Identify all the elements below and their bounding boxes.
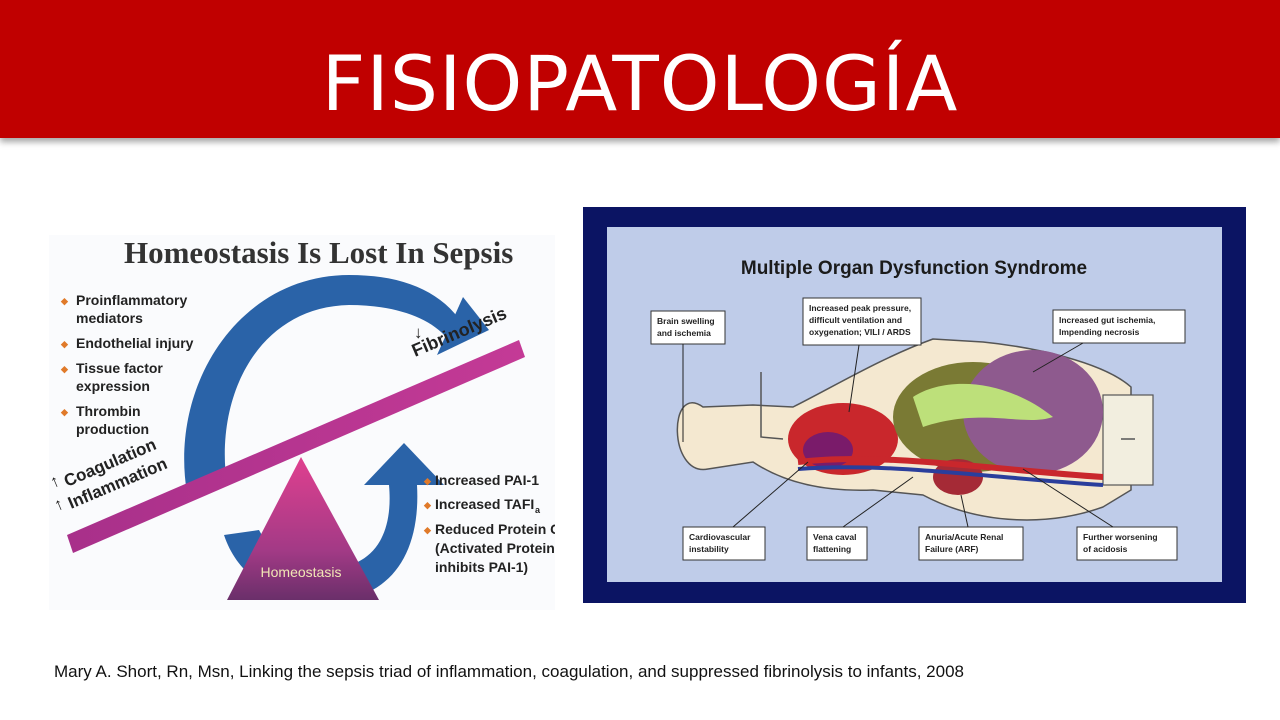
callout-renal [918,526,1024,561]
tube-line [760,372,784,440]
bullet-icon: ◆ [60,339,69,349]
callout-text: and ischemia [657,328,711,338]
bullet-icon: ◆ [60,296,69,306]
lower-arrowhead [364,443,444,485]
callout-cardio [682,526,766,561]
mods-diagram: Multiple Organ Dysfunction Syndrome Brai… [607,227,1222,582]
callout-text: Anuria/Acute Renal [925,532,1003,542]
bullet-text: Increased PAI-1 [435,472,539,488]
upper-arrowhead [437,297,489,355]
callout-vena [806,526,868,561]
callout-text: Further worsening [1083,532,1158,542]
vein-shape [797,465,1104,487]
bullet-text: Tissue factor [76,360,163,376]
artery-shape [797,455,1104,480]
callout-text: oxygenation; VILI / ARDS [809,327,911,337]
callout-acidosis [1076,526,1178,561]
callout-text: Brain swelling [657,316,715,326]
colon-shape [913,383,1053,427]
bullet-text: Reduced Protein C [435,521,555,537]
callout-text: Increased peak pressure, [809,303,911,313]
pointer-line [732,461,809,528]
top-bullet-list: ◆ Proinflammatory mediators ◆ Endothelia… [60,292,194,437]
bullet-text: inhibits PAI-1) [435,559,528,575]
callout-text: Failure (ARF) [925,544,979,554]
bullet-text: (Activated Protein C [435,540,555,556]
up-arrow-icon: ↑ [51,494,66,515]
callout-text: Cardiovascular [689,532,751,542]
homeostasis-label: Homeostasis [261,564,342,580]
pointer-line [1032,342,1084,373]
pointer-line [1022,468,1114,528]
up-arrow-icon: ↑ [49,471,62,492]
callout-lungs [802,297,922,346]
pointer-line [848,344,860,413]
bullet-icon: ◆ [60,407,69,417]
homeostasis-diagram: Homeostasis Is Lost In Sepsis ◆ Proinfla… [49,235,555,600]
mods-title: Multiple Organ Dysfunction Syndrome [741,258,1087,279]
left-figure-title: Homeostasis Is Lost In Sepsis [124,235,513,270]
bullet-icon: ◆ [423,476,432,486]
citation: Mary A. Short, Rn, Msn, Linking the seps… [54,662,964,681]
pointer-line [960,494,969,528]
bullet-icon: ◆ [423,500,432,510]
callout-text: flattening [813,544,851,554]
bullet-text: production [76,421,149,437]
callout-text: difficult ventilation and [809,315,902,325]
bed-end [1102,394,1154,486]
callout-text: Increased gut ischemia, [1059,315,1155,325]
callout-text: Impending necrosis [1059,327,1140,337]
bullet-text: Endothelial injury [76,335,194,351]
callout-brain [650,310,726,345]
bullet-subscript: a [535,505,541,515]
bullet-text: expression [76,378,150,394]
balance-bar [67,340,525,553]
callout-text: of acidosis [1083,544,1128,554]
homeostasis-triangle [227,457,379,600]
pointer-line [842,476,914,528]
bullet-icon: ◆ [423,525,432,535]
callout-text: Vena caval [813,532,856,542]
callout-text: instability [689,544,729,554]
title-banner: FISIOPATOLOGÍA [0,0,1280,138]
bullet-icon: ◆ [60,364,69,374]
bullet-text: mediators [76,310,143,326]
bullet-text: Increased TAFI [435,496,534,512]
down-arrow-icon: ↓ [414,323,423,342]
bullet-text: Proinflammatory [76,292,187,308]
homeostasis-figure: Homeostasis Is Lost In Sepsis ◆ Proinfla… [49,235,555,610]
mods-figure: Multiple Organ Dysfunction Syndrome Brai… [583,207,1246,603]
bottom-bullet-list: ◆ Increased PAI-1 ◆ Increased TAFI a ◆ R… [423,472,555,575]
callout-gut [1052,309,1186,344]
upper-cycle-arrow [184,275,470,493]
slide-title: FISIOPATOLOGÍA [321,39,959,128]
bullet-text: Thrombin [76,403,141,419]
